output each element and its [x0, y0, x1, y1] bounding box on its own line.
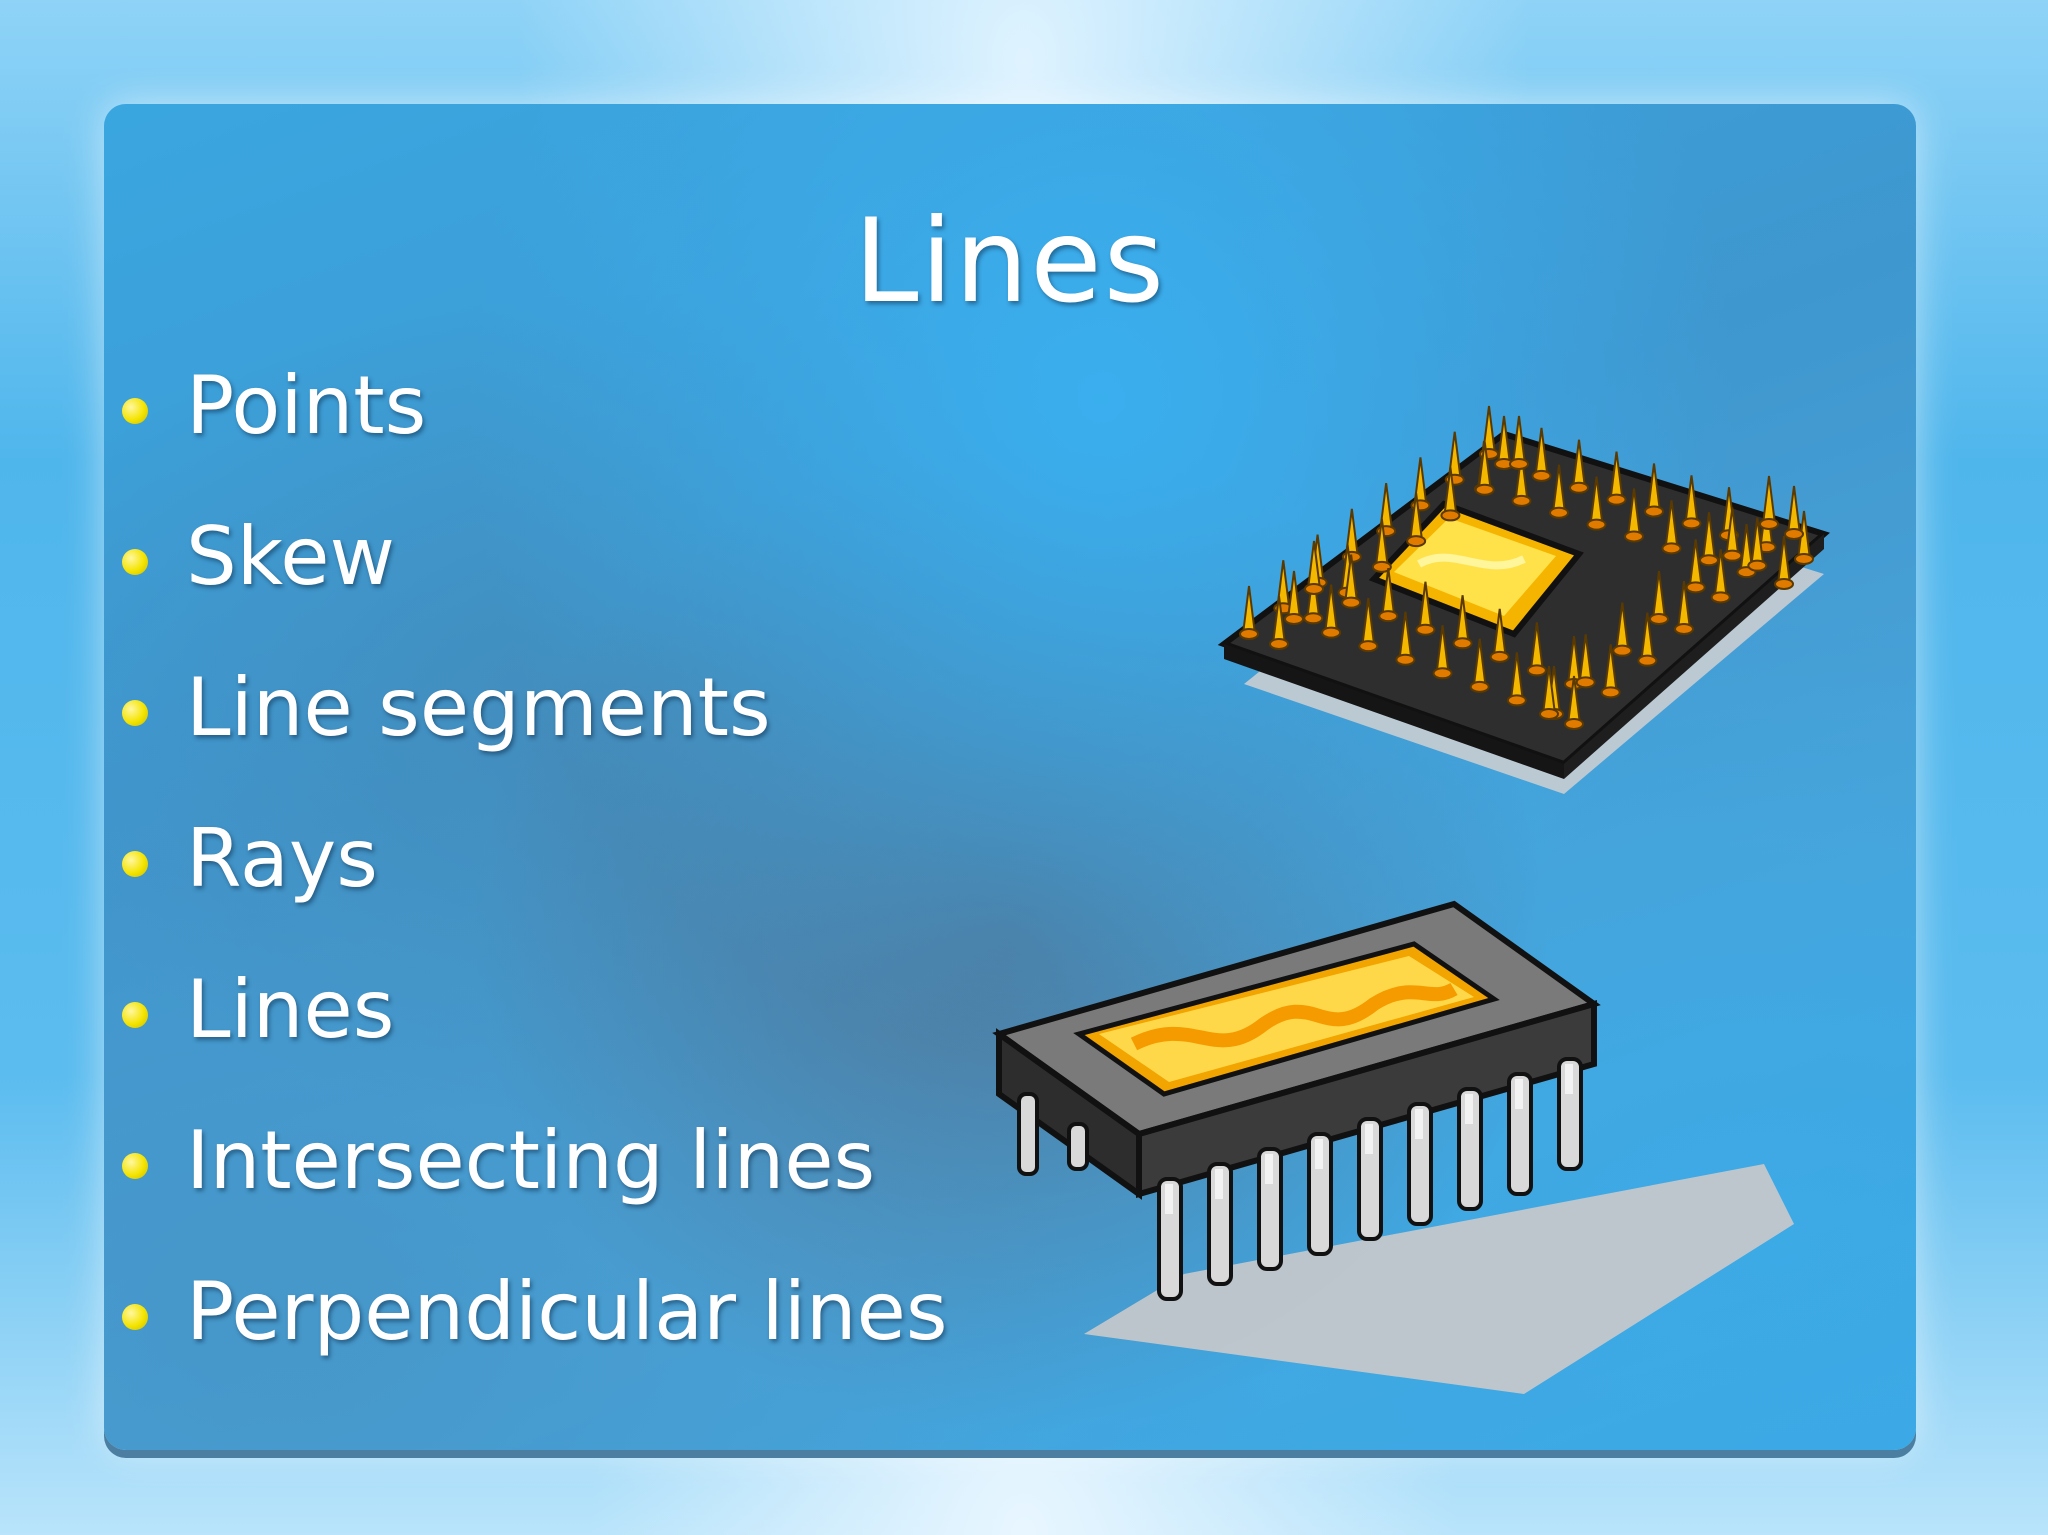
cpu-pin-base [1661, 542, 1682, 555]
cpu-pin-base [1794, 553, 1814, 565]
bullet-item: Line segments [122, 668, 948, 819]
cpu-pin-base [1586, 518, 1607, 531]
bullet-item: Lines [122, 970, 948, 1121]
cpu-pin-base [1600, 686, 1621, 699]
cpu-pin-base [1569, 481, 1589, 494]
cpu-pin-base [1371, 560, 1392, 573]
bullet-text: Perpendicular lines [186, 1265, 948, 1358]
bullet-dot-icon [122, 1304, 148, 1330]
dip-chip-icon [992, 900, 1794, 1394]
bullet-item: Intersecting lines [122, 1121, 948, 1272]
cpu-pin [1786, 485, 1802, 535]
cpu-pin-base [1624, 530, 1644, 543]
cpu-pin-base [1239, 628, 1259, 640]
cpu-pin-base [1406, 535, 1427, 548]
cpu-pin-base [1321, 626, 1342, 639]
cpu-pin-base [1526, 664, 1547, 677]
bullet-text: Skew [186, 510, 395, 603]
cpu-pin-base [1644, 505, 1664, 518]
cpu-pin-base [1722, 549, 1743, 562]
cpu-pin-base [1509, 458, 1529, 470]
bullet-item: Points [122, 366, 948, 517]
cpu-pin-base [1489, 650, 1510, 663]
bullet-text: Points [186, 359, 427, 452]
bullet-item: Skew [122, 517, 948, 668]
cpu-pin-base [1378, 610, 1399, 623]
cpu-pin-base [1606, 493, 1627, 506]
cpu-pin-base [1269, 638, 1289, 650]
cpu-pin-base [1531, 469, 1552, 482]
cpu-pin-base [1432, 667, 1453, 680]
cpu-pin-base [1303, 612, 1324, 625]
cpu-pin-base [1710, 591, 1731, 604]
cpu-pin [1761, 475, 1777, 525]
cpu-pin-base [1774, 578, 1794, 590]
cpu-pin [1241, 585, 1257, 635]
cpu-pin-base [1358, 640, 1379, 653]
cpu-pin-base [1637, 654, 1658, 667]
cpu-pin-base [1539, 708, 1559, 720]
bullet-text: Intersecting lines [186, 1114, 876, 1207]
cpu-pin-base [1415, 623, 1436, 636]
cpu-pin-base [1612, 644, 1633, 657]
cpu-pin-base [1685, 581, 1706, 594]
cpu-pin-base [1747, 559, 1768, 572]
cpu-pin-base [1395, 653, 1416, 666]
bullet-text: Rays [186, 812, 378, 905]
bullet-dot-icon [122, 1153, 148, 1179]
cpu-pin-base [1440, 509, 1461, 522]
slide-panel: Lines Points Skew Line segments Rays Lin… [104, 104, 1916, 1450]
bullet-text: Line segments [186, 661, 771, 754]
cpu-pin-base [1759, 518, 1779, 530]
cpu-chip-icon [1217, 405, 1830, 794]
cpu-pin-base [1304, 583, 1324, 595]
cpu-pin-base [1681, 517, 1702, 530]
slide-title: Lines [853, 194, 1167, 329]
bullet-dot-icon [122, 398, 148, 424]
cpu-pin-base [1784, 528, 1804, 540]
cpu-pin-base [1511, 494, 1532, 507]
cpu-pin-base [1549, 506, 1569, 519]
bullet-dot-icon [122, 851, 148, 877]
cpu-pin-base [1284, 613, 1304, 625]
cpu-pin-base [1699, 554, 1719, 567]
cpu-pin-base [1674, 623, 1694, 635]
bullet-dot-icon [122, 1002, 148, 1028]
cpu-pin-base [1575, 676, 1596, 689]
cpu-pin-base [1506, 694, 1527, 707]
cpu-pin-base [1469, 680, 1490, 693]
cpu-pin-base [1564, 718, 1584, 730]
bullet-item: Rays [122, 819, 948, 970]
bullet-item: Perpendicular lines [122, 1272, 948, 1423]
cpu-pin-base [1649, 613, 1669, 625]
bullet-dot-icon [122, 700, 148, 726]
cpu-pin-base [1474, 483, 1495, 496]
bullet-list: Points Skew Line segments Rays Lines Int… [122, 366, 948, 1423]
bullet-dot-icon [122, 549, 148, 575]
cpu-pin-base [1452, 637, 1473, 650]
cpu-pin-base [1341, 596, 1362, 609]
bullet-text: Lines [186, 963, 395, 1056]
